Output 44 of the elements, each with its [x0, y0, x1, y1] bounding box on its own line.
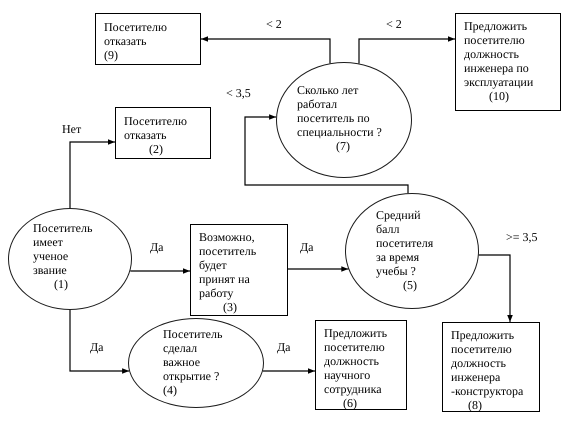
edge-label: Нет — [62, 122, 82, 136]
step-number: (8) — [468, 398, 482, 412]
process-box — [190, 224, 288, 316]
step-number: (4) — [163, 383, 177, 397]
edge-label: < 3,5 — [226, 86, 251, 100]
step-text: Посетителю отказать — [124, 114, 188, 142]
step-number: (6) — [343, 396, 357, 410]
arrow — [288, 266, 348, 272]
step-text: Предложить посетителю должность инженера по эксплуатации — [464, 19, 534, 89]
process-box — [115, 107, 211, 159]
process-box — [315, 320, 407, 410]
step-number: (5) — [403, 278, 417, 292]
step-number: (9) — [104, 48, 118, 62]
step-text: Предложить посетителю должность инженера -конструктора — [451, 328, 524, 398]
step-text: Посетителю отказать — [104, 20, 168, 48]
edge-label: Да — [150, 240, 164, 254]
step-text: Возможно, посетитель будет принят на работу — [199, 230, 258, 300]
step-number: (3) — [223, 300, 237, 314]
arrow — [244, 114, 409, 194]
process-box — [442, 322, 540, 412]
step-number: (1) — [54, 277, 68, 291]
edge-label: < 2 — [266, 17, 282, 31]
step-text: Посетитель имеет ученое звание — [33, 221, 94, 277]
arrow — [130, 268, 190, 274]
step-text: Средний балл посетителя за время учебы ? — [376, 208, 434, 278]
arrow — [69, 310, 130, 374]
process-box — [455, 13, 561, 111]
step-text: Сколько лет работал посетитель по специальности ? — [297, 83, 383, 139]
arrow — [478, 254, 513, 322]
edge-label: Да — [277, 340, 291, 354]
step-number: (7) — [336, 139, 350, 153]
arrow — [262, 368, 315, 374]
edge-label: Да — [300, 240, 314, 254]
edge-label: < 2 — [386, 17, 402, 31]
edge-label: Да — [90, 340, 104, 354]
edge-label: >= 3,5 — [506, 230, 538, 244]
step-number: (10) — [489, 89, 509, 103]
arrow — [69, 139, 115, 208]
arrow — [201, 36, 331, 64]
process-box — [95, 13, 201, 65]
arrow — [358, 36, 455, 64]
step-text: Предложить посетителю должность научного сотрудника — [324, 326, 388, 396]
step-text: Посетитель сделал важное открытие ? — [163, 327, 224, 383]
step-number: (2) — [149, 142, 163, 156]
